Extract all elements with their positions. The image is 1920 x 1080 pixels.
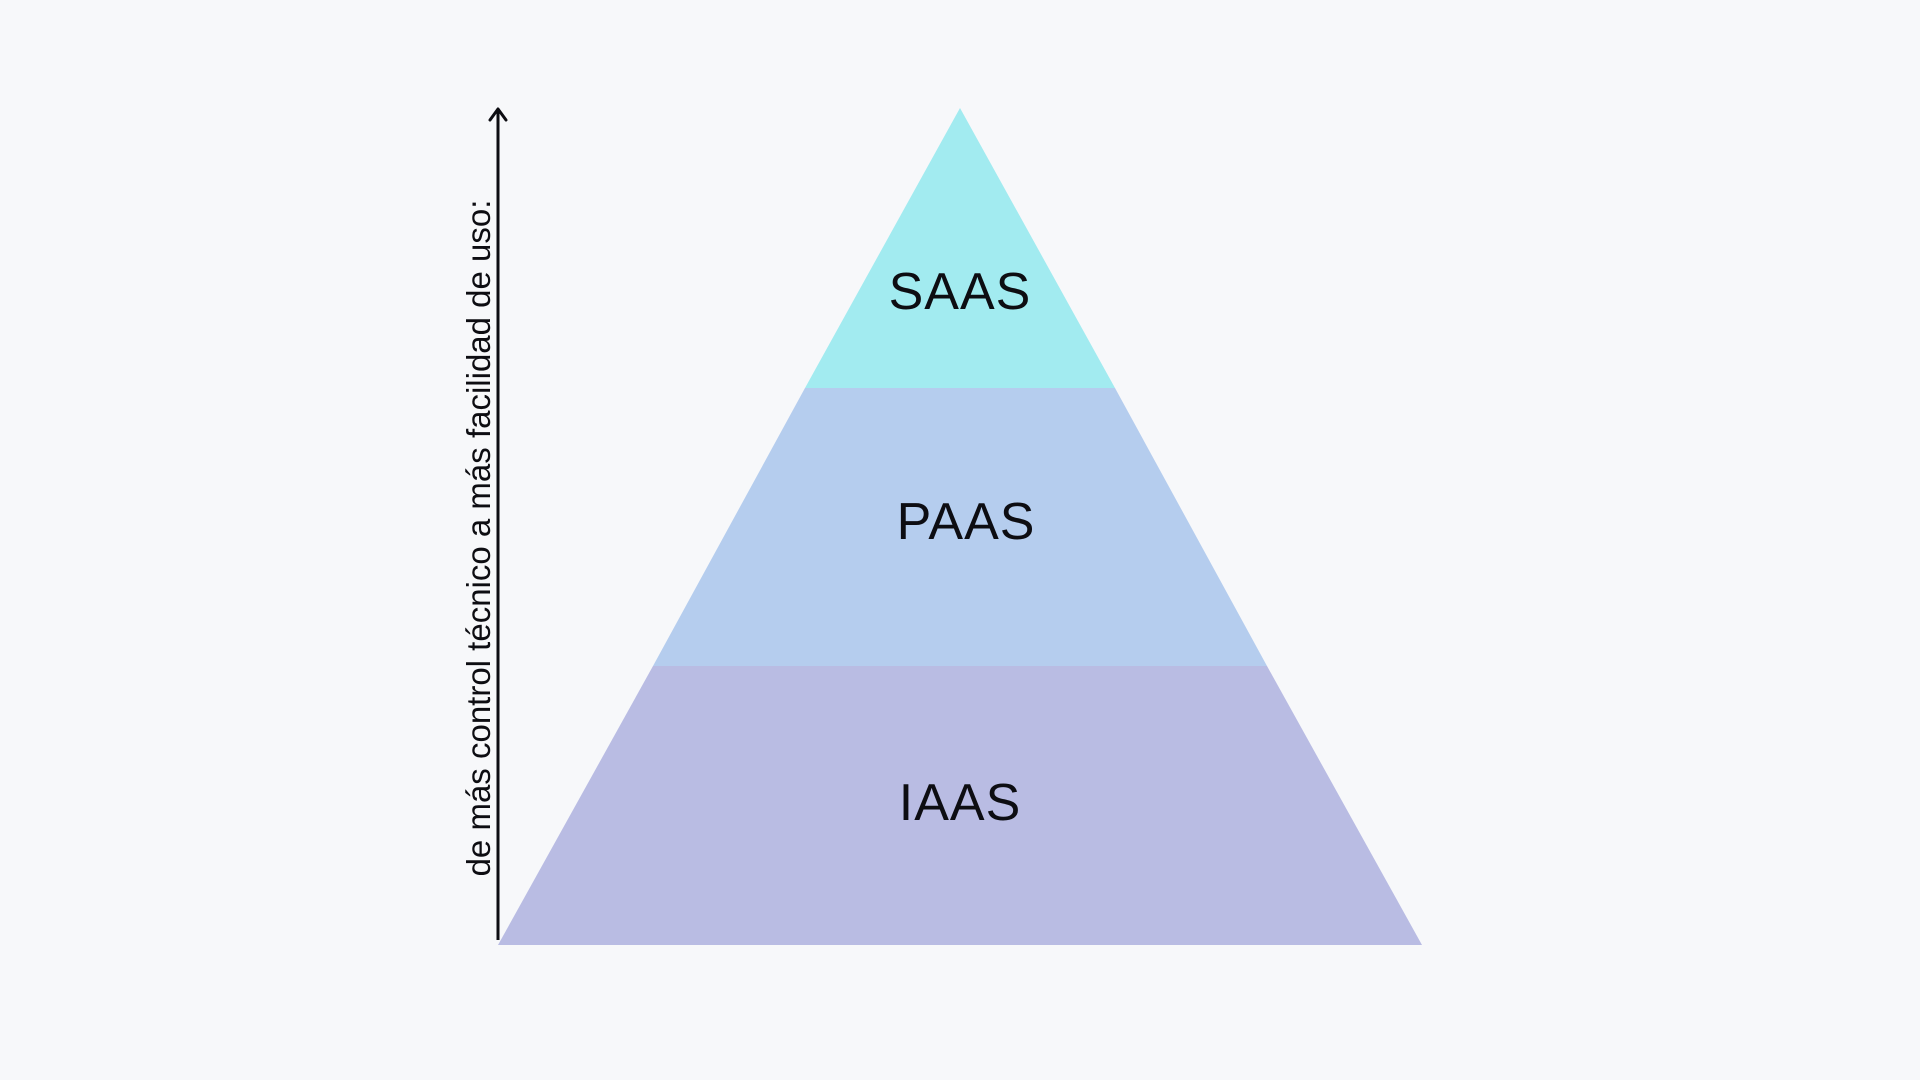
pyramid-layer-middle <box>653 388 1267 666</box>
pyramid-layer-bottom <box>498 666 1422 945</box>
axis-label: de más control técnico a más facilidad d… <box>460 200 497 877</box>
axis-arrow-head-icon <box>488 107 508 122</box>
layer-label-paas: PAAS <box>897 493 1036 551</box>
pyramid-layer-top <box>805 108 1115 388</box>
layer-label-saas: SAAS <box>889 263 1032 321</box>
layer-label-iaas: IAAS <box>899 774 1022 832</box>
